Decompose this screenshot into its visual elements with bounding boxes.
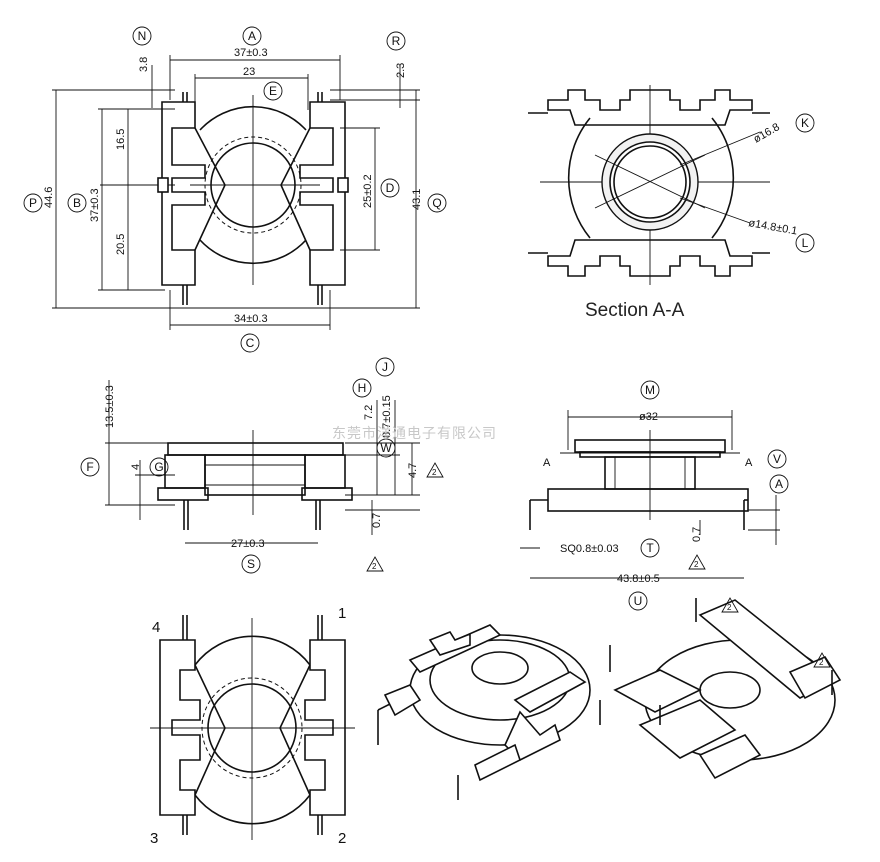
callout-T: T (646, 541, 654, 555)
callout-S: S (247, 557, 255, 571)
pin-4: 4 (152, 619, 160, 636)
callout-F: F (86, 460, 93, 474)
dim-height-44-6: 44.6 (43, 187, 55, 208)
callout-M: M (645, 383, 655, 397)
section-label: Section A-A (585, 300, 685, 321)
callout-H: H (358, 381, 367, 395)
dim-7-2: 7.2 (363, 405, 375, 420)
dim-width-43-8: 43.8±0.5 (617, 573, 660, 585)
dim-width-23: 23 (243, 66, 255, 78)
dim-0-7a: 0.7 (371, 513, 383, 528)
callout-C: C (246, 336, 255, 350)
callout-E: E (269, 84, 277, 98)
dim-25: 25±0.2 (362, 174, 374, 208)
flag-4: 2 (727, 603, 732, 612)
callout-B: B (73, 196, 81, 210)
dim-width-37: 37±0.3 (234, 47, 268, 59)
pin-3: 3 (150, 830, 158, 847)
flag-3: 2 (694, 560, 699, 569)
dim-width-27: 27±0.3 (231, 538, 265, 550)
flag-triangles (366, 462, 831, 668)
callout-W: W (380, 441, 392, 455)
flag-2: 2 (372, 562, 377, 571)
dim-width-34: 34±0.3 (234, 313, 268, 325)
flag-5: 2 (819, 658, 824, 667)
callout-D: D (386, 181, 395, 195)
front-view (520, 380, 789, 611)
callout-U: U (634, 594, 643, 608)
callout-J: J (382, 360, 388, 374)
bottom-view (150, 615, 355, 840)
side-view (80, 357, 420, 574)
dim-13-5: 13.5±0.3 (104, 385, 116, 428)
dim-2-3: 2.3 (395, 63, 407, 78)
callout-L: L (802, 236, 809, 250)
callout-G: G (154, 460, 163, 474)
dim-20-5: 20.5 (115, 234, 127, 255)
callout-R: R (392, 34, 401, 48)
dim-height-37: 37±0.3 (89, 188, 101, 222)
dim-0-7b: 0.7 (691, 527, 703, 542)
callout-V: V (773, 452, 781, 466)
callout-A2: A (775, 477, 783, 491)
callout-Q: Q (432, 196, 441, 210)
dim-4-7: 4.7 (407, 463, 419, 478)
dim-sq: SQ0.8±0.03 (560, 543, 619, 555)
section-view (528, 85, 815, 285)
callout-N: N (138, 29, 147, 43)
section-mark-left: A (543, 457, 551, 469)
section-mark-right: A (745, 457, 753, 469)
top-view (23, 26, 447, 353)
callout-P: P (29, 196, 37, 210)
dim-height-43-1: 43.1 (411, 189, 423, 210)
dim-dia-16-8: ø16.8 (752, 121, 782, 145)
pin-1: 1 (338, 605, 346, 622)
callout-K: K (801, 116, 809, 130)
pin-2: 2 (338, 830, 346, 847)
dim-3-8: 3.8 (138, 57, 150, 72)
dim-dia-14-8: ø14.8±0.1 (747, 217, 798, 237)
callout-A: A (248, 29, 256, 43)
isometric-view-2 (609, 598, 842, 780)
dim-8-7: 8.7±0.15 (381, 395, 393, 438)
flag-1: 2 (432, 468, 437, 477)
isometric-view-1 (377, 624, 601, 800)
dim-4: 4 (130, 464, 142, 470)
watermark: 东莞市洋通电子有限公司 (332, 425, 497, 442)
dim-dia-32: ø32 (639, 411, 658, 423)
dim-16-5: 16.5 (115, 129, 127, 150)
